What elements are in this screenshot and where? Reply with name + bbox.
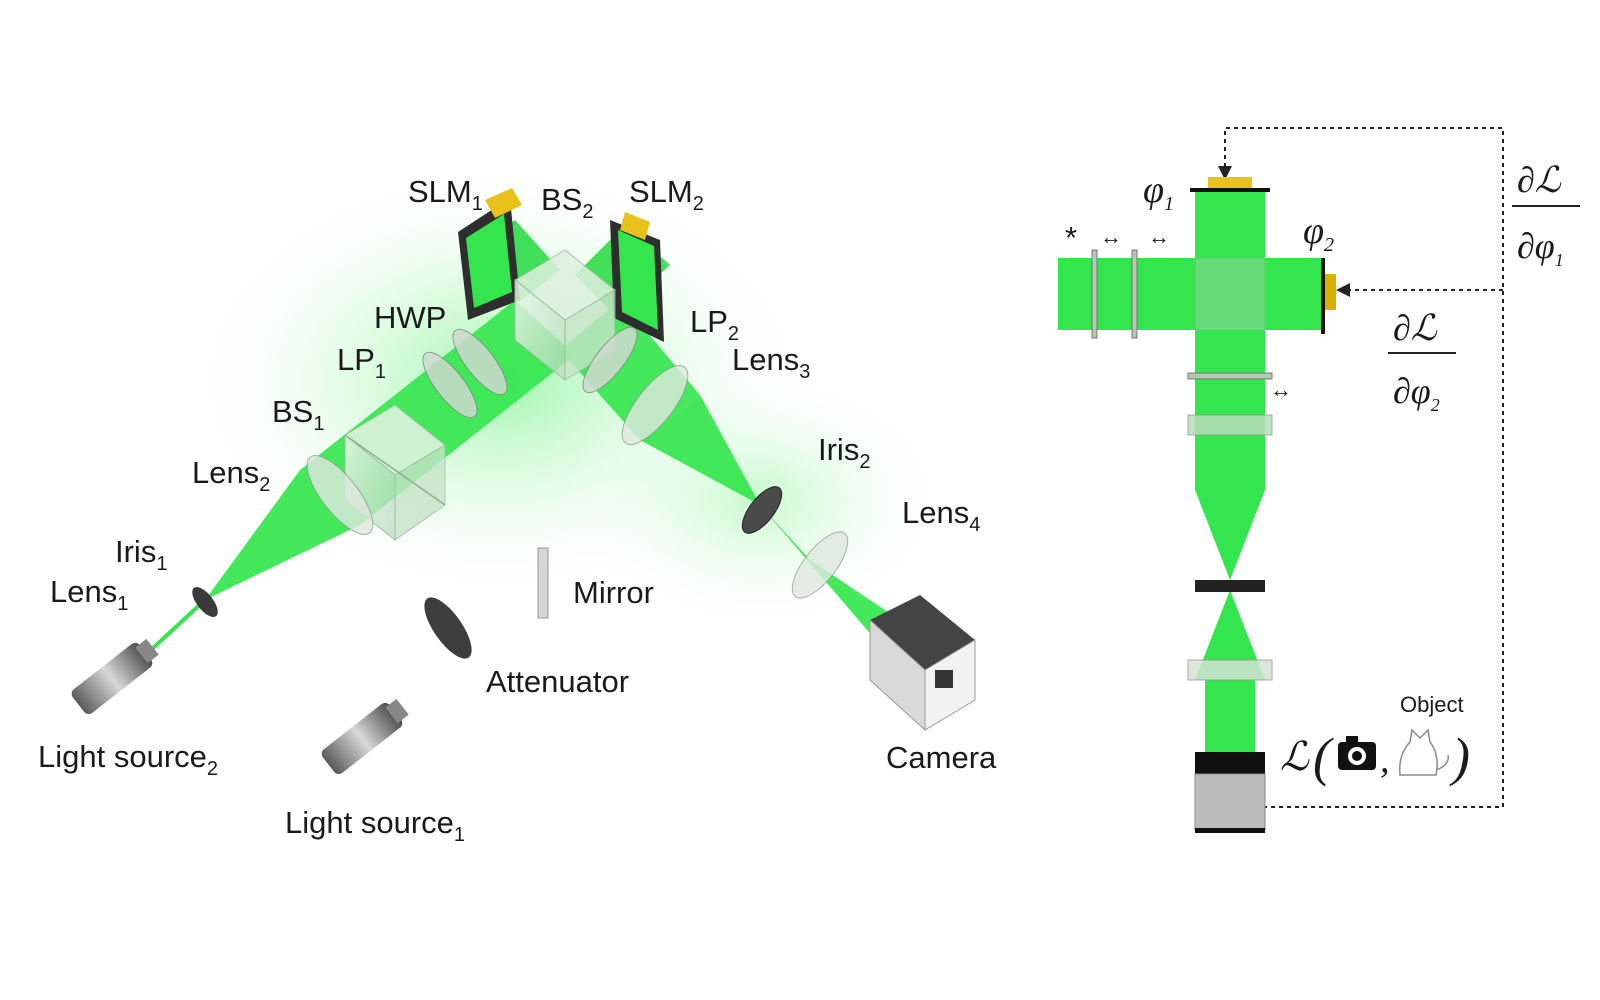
feedback-loop-phi1 bbox=[1224, 127, 1504, 808]
beam-cone-down bbox=[1195, 490, 1265, 580]
loss-function: ℒ ( , ) Object bbox=[1280, 692, 1470, 787]
label-bs2: BS2 bbox=[541, 182, 593, 223]
beam-converging bbox=[640, 395, 760, 505]
lens-v2 bbox=[1187, 659, 1273, 681]
label-bs1: BS1 bbox=[272, 394, 324, 435]
svg-text:,: , bbox=[1380, 739, 1390, 781]
svg-text:ℒ: ℒ bbox=[1280, 734, 1310, 779]
arrow-icon bbox=[1218, 166, 1232, 180]
label-slm1: SLM1 bbox=[408, 174, 483, 215]
svg-text:∂φ2: ∂φ2 bbox=[1393, 371, 1440, 415]
mirror-element bbox=[537, 547, 549, 619]
svg-text:∂φ1: ∂φ1 bbox=[1517, 226, 1564, 270]
setup-3d-panel: SLM1 BS2 SLM2 HWP LP1 LP2 Lens3 BS1 Lens… bbox=[38, 150, 997, 846]
lens4-element bbox=[791, 531, 849, 599]
cat-icon bbox=[1398, 728, 1449, 776]
label-phi2: φ2 bbox=[1303, 210, 1334, 256]
label-iris1: Iris1 bbox=[115, 534, 167, 575]
detector-top bbox=[1195, 752, 1265, 774]
label-lp1: LP1 bbox=[337, 342, 386, 383]
beam-cone-up bbox=[1195, 590, 1265, 680]
lens3-element bbox=[621, 365, 689, 445]
beam-expanding-left bbox=[205, 470, 360, 600]
label-lp2: LP2 bbox=[690, 304, 739, 345]
schematic-panel: * ↔ ↔ ↔ φ1 φ2 ∂ℒ ∂φ1 ∂ℒ ∂φ2 ℒ ( bbox=[1058, 127, 1580, 833]
light-source2-device bbox=[71, 638, 159, 715]
svg-text:∂ℒ: ∂ℒ bbox=[1393, 308, 1438, 348]
asterisk-mark: * bbox=[1065, 220, 1077, 255]
arrow-icon bbox=[1336, 283, 1350, 297]
lp2-element bbox=[582, 326, 638, 394]
label-lens1: Lens1 bbox=[50, 574, 128, 615]
polarizer-h1 bbox=[1091, 249, 1098, 339]
label-lens3: Lens3 bbox=[732, 342, 810, 383]
detector-base bbox=[1195, 828, 1265, 833]
svg-text:(: ( bbox=[1313, 727, 1334, 787]
slm1-bar bbox=[1190, 188, 1270, 192]
label-light-source2: Light source2 bbox=[38, 739, 218, 780]
label-phi1: φ1 bbox=[1143, 169, 1174, 215]
label-slm2: SLM2 bbox=[629, 174, 704, 215]
hwp-element bbox=[452, 328, 508, 396]
label-camera: Camera bbox=[886, 740, 997, 775]
gradient-phi2: ∂ℒ ∂φ2 bbox=[1388, 308, 1456, 415]
label-iris2: Iris2 bbox=[818, 432, 870, 473]
iris-bar bbox=[1195, 580, 1265, 592]
label-hwp: HWP bbox=[374, 300, 446, 335]
double-arrow-1: ↔ bbox=[1100, 224, 1122, 249]
iris2-element bbox=[741, 486, 783, 534]
lens-v1 bbox=[1187, 414, 1273, 436]
beam-horizontal bbox=[1058, 258, 1323, 330]
label-lens2: Lens2 bbox=[192, 455, 270, 496]
attenuator-element bbox=[424, 597, 472, 659]
polarizer-h2 bbox=[1131, 249, 1138, 339]
label-lens4: Lens4 bbox=[902, 495, 980, 536]
iris1-element bbox=[192, 586, 218, 618]
slm1-device bbox=[458, 188, 522, 320]
light-source1-device bbox=[321, 698, 409, 775]
double-arrow-3: ↔ bbox=[1270, 377, 1292, 402]
svg-text:∂ℒ: ∂ℒ bbox=[1517, 160, 1562, 200]
beam-to-detector bbox=[1205, 680, 1255, 760]
polarizer-v1 bbox=[1187, 372, 1273, 380]
beam-vertical bbox=[1195, 190, 1265, 490]
slm2-bar bbox=[1321, 258, 1325, 334]
slm2-device bbox=[610, 212, 664, 342]
camera-device bbox=[869, 595, 976, 732]
bs2-cube bbox=[514, 249, 616, 382]
svg-text:): ) bbox=[1449, 727, 1470, 787]
label-object: Object bbox=[1400, 692, 1464, 717]
slm1-gold bbox=[1208, 177, 1252, 188]
label-mirror: Mirror bbox=[573, 575, 654, 610]
gradient-phi1: ∂ℒ ∂φ1 bbox=[1512, 160, 1580, 270]
double-arrow-2: ↔ bbox=[1148, 224, 1170, 249]
bs1-cube bbox=[344, 404, 446, 542]
detector-body bbox=[1194, 773, 1266, 831]
lens2-element bbox=[306, 455, 374, 535]
camera-icon bbox=[1338, 736, 1376, 770]
label-light-source1: Light source1 bbox=[285, 805, 465, 846]
lp1-element bbox=[422, 351, 478, 419]
bs-square bbox=[1194, 257, 1266, 331]
label-attenuator: Attenuator bbox=[486, 664, 629, 699]
slm2-gold bbox=[1325, 274, 1336, 310]
